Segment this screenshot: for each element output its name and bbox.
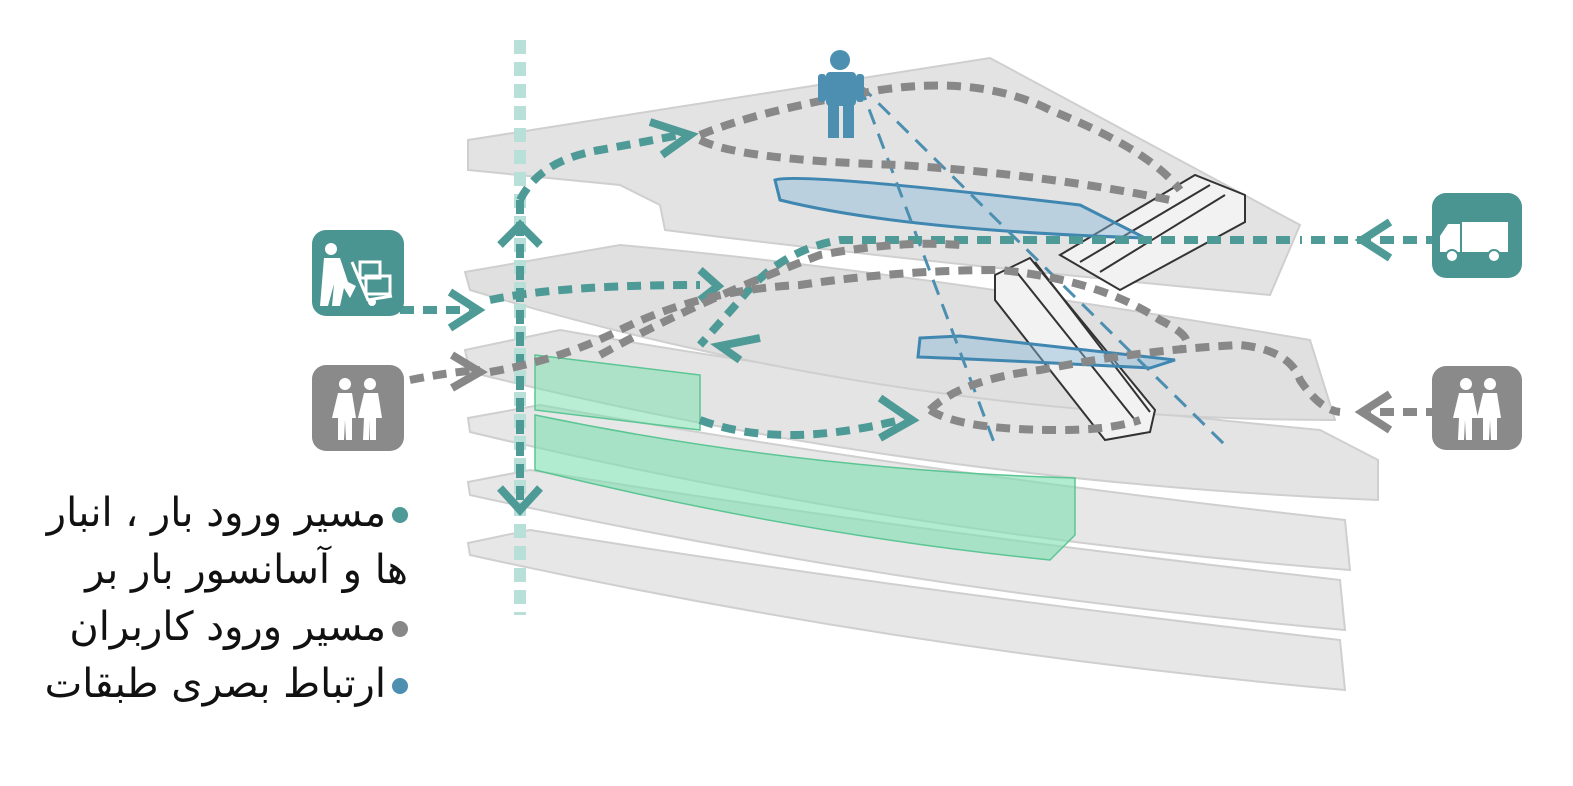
hand-truck-icon[interactable] [312,230,404,316]
standing-person-icon [818,50,864,138]
storage-volume [534,354,1076,561]
legend-label-visual: ارتباط بصری طبقات [44,661,386,707]
legend: مسیر ورود بار ، انبار ها و آسانسور بار ب… [8,485,408,713]
escalator-upper [1058,173,1246,292]
legend-item-visual: ارتباط بصری طبقات [8,656,408,713]
pedestrians-right-icon[interactable] [1432,366,1522,450]
freight-vertical-path [497,40,543,615]
legend-label-freight: مسیر ورود بار ، انبار ها و آسانسور بار ب… [46,490,408,593]
user-paths [409,81,1440,435]
legend-label-users: مسیر ورود کاربران [69,604,386,650]
legend-item-users: مسیر ورود کاربران [8,599,408,656]
legend-item-freight: مسیر ورود بار ، انبار ها و آسانسور بار ب… [8,485,408,599]
legend-dot-users [392,621,408,637]
pedestrians-left-icon[interactable] [312,365,404,451]
freight-paths [400,131,1440,439]
legend-dot-visual [392,678,408,694]
delivery-truck-icon[interactable] [1432,193,1522,278]
floor-slab-6 [466,528,1347,692]
legend-dot-freight [392,507,408,523]
user-chevrons [449,351,1393,434]
freight-chevrons [447,118,1393,442]
